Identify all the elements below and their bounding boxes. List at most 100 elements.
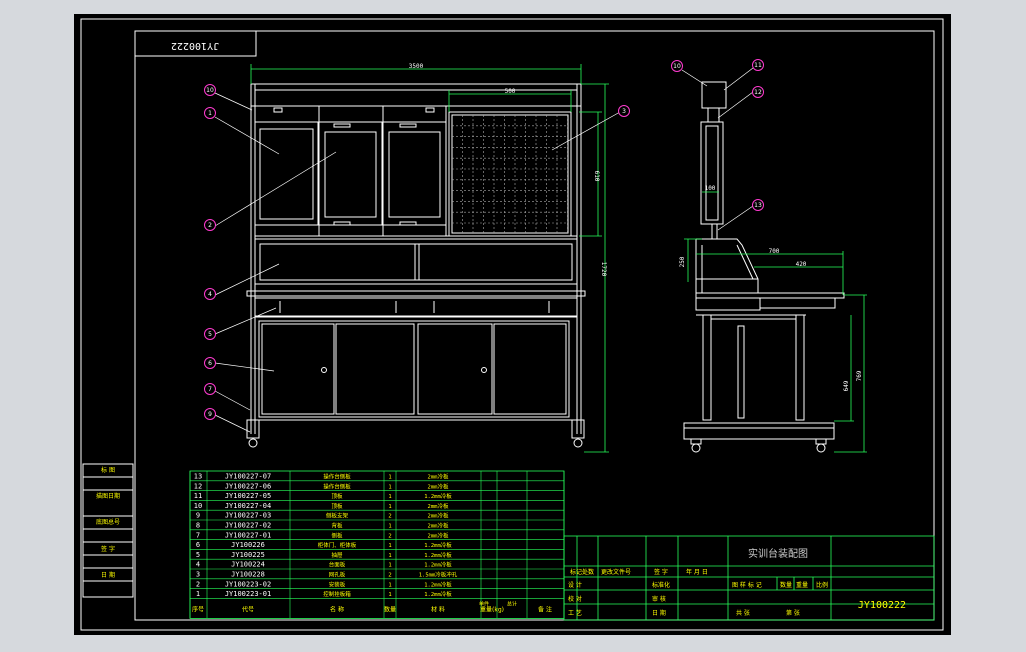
- svg-text:共 张: 共 张: [736, 609, 750, 617]
- bom-cell-code: JY100228: [231, 571, 265, 579]
- bom-cell-no: 8: [196, 522, 200, 530]
- bom-header-qty: 数量: [384, 605, 396, 613]
- dim-700: 700: [769, 248, 780, 255]
- bom-cell-material: 2mm冷板: [428, 531, 449, 539]
- svg-text:描图日期: 描图日期: [96, 492, 120, 500]
- bom-cell-code: JY100227-05: [225, 492, 271, 500]
- front-view-lower: [246, 238, 586, 448]
- bom-cell-no: 7: [196, 531, 200, 539]
- bom-cell-name: 柜体门、柜体板: [318, 541, 357, 549]
- title-block: [563, 535, 935, 621]
- balloon-7: 7: [204, 383, 216, 395]
- svg-text:4: 4: [208, 291, 212, 298]
- balloon-13: 13: [752, 199, 764, 211]
- bom-cell-no: 3: [196, 571, 200, 579]
- bom-cell-no: 1: [196, 590, 200, 598]
- svg-text:比例: 比例: [816, 581, 828, 589]
- dim-total-height: 1720: [600, 262, 607, 277]
- bom-cell-name: 背板: [331, 522, 343, 530]
- bom-cell-code: JY100223-02: [225, 580, 271, 588]
- side-dimensions: [684, 191, 867, 453]
- bom-cell-no: 6: [196, 541, 200, 549]
- bom-cell-code: JY100225: [231, 551, 265, 559]
- bom-cell-qty: 2: [388, 573, 391, 579]
- svg-text:底图总号: 底图总号: [96, 518, 120, 526]
- front-dimensions: [250, 64, 609, 453]
- bom-cell-code: JY100223-01: [225, 590, 271, 598]
- bom-cell-name: 控制挂板箱: [323, 590, 351, 598]
- bom-cell-qty: 1: [388, 504, 391, 510]
- drawing-number-top: JY100222: [171, 40, 219, 51]
- bom-cell-name: 侧板: [331, 531, 343, 539]
- dim-769: 769: [856, 370, 863, 381]
- bom-cell-no: 11: [194, 492, 202, 500]
- bom-cell-no: 12: [194, 482, 202, 490]
- bom-cell-qty: 1: [388, 524, 391, 530]
- bom-cell-name: 抽屉: [331, 551, 343, 559]
- side-leaders: [681, 67, 754, 231]
- side-view: [683, 81, 845, 453]
- bom-cell-name: 侧板支架: [326, 512, 349, 520]
- balloon-3: 3: [618, 105, 630, 117]
- balloon-9: 9: [204, 408, 216, 420]
- svg-text:设 计: 设 计: [568, 581, 582, 589]
- front-view: [250, 83, 582, 434]
- dim-420: 420: [796, 261, 807, 268]
- bom-cell-code: JY100227-03: [225, 512, 271, 520]
- front-leaders: [214, 92, 621, 433]
- balloon-12: 12: [752, 86, 764, 98]
- svg-text:6: 6: [208, 360, 212, 367]
- bom-cell-no: 2: [196, 580, 200, 588]
- bom-cell-qty: 1: [388, 475, 391, 481]
- bom-cell-material: 2mm冷板: [428, 512, 449, 520]
- svg-text:日 期: 日 期: [101, 571, 115, 579]
- bom-header-weight-unit: 单件: [479, 600, 489, 607]
- bom-cell-qty: 1: [388, 543, 391, 549]
- bom-cell-qty: 2: [388, 514, 391, 520]
- bom-cell-name: 安装板: [329, 580, 346, 588]
- bom-cell-name: 台面板: [329, 561, 346, 569]
- bom-header-weight-total: 总计: [507, 600, 517, 607]
- bom-header-name: 名 称: [330, 605, 344, 613]
- dim-649: 649: [843, 380, 850, 391]
- svg-text:2: 2: [208, 222, 212, 229]
- svg-text:10: 10: [673, 63, 681, 70]
- bom-cell-no: 5: [196, 551, 200, 559]
- bom-cell-name: 操作台侧板: [323, 473, 351, 481]
- svg-text:标 图: 标 图: [101, 466, 115, 474]
- svg-text:12: 12: [754, 89, 762, 96]
- bom-cell-material: 2mm冷板: [428, 482, 449, 490]
- bom-cell-material: 2mm冷板: [428, 522, 449, 530]
- bom-header-no: 序号: [192, 605, 204, 613]
- balloon-4: 4: [204, 288, 216, 300]
- bom-cell-code: JY100224: [231, 561, 265, 569]
- bom-cell-material: 1.2mm冷板: [424, 590, 452, 598]
- bom-cell-material: 2mm冷板: [428, 473, 449, 481]
- bom-cell-code: JY100226: [231, 541, 265, 549]
- cad-drawing: JY100222: [80, 18, 944, 631]
- bom-cell-code: JY100227-02: [225, 522, 271, 530]
- svg-text:签 字: 签 字: [654, 568, 668, 576]
- bom-cell-code: JY100227-04: [225, 502, 271, 510]
- mesh-grid: [452, 115, 568, 233]
- bom-cell-qty: 1: [388, 553, 391, 559]
- inner-border: [134, 30, 935, 621]
- bom-cell-qty: 1: [388, 592, 391, 598]
- svg-text:10: 10: [206, 87, 214, 94]
- svg-text:7: 7: [208, 386, 212, 393]
- bom-header-remark: 备 注: [538, 605, 552, 613]
- bom-cell-no: 13: [194, 473, 202, 481]
- balloon-10: 10: [671, 60, 683, 72]
- bom-cell-qty: 1: [388, 484, 391, 490]
- bom-header-weight: 重量(kg): [480, 605, 504, 613]
- svg-text:重量: 重量: [796, 581, 808, 589]
- title-block-labels: 实训台装配图 标记 处数 更改文件号 签 字 年 月 日 设 计 标准化 校 对…: [568, 547, 828, 617]
- svg-text:第 张: 第 张: [786, 609, 800, 617]
- svg-text:审 核: 审 核: [652, 595, 666, 603]
- bom-header-code: 代号: [242, 605, 254, 613]
- bom-cell-material: 1.2mm冷板: [424, 561, 452, 569]
- bom-cell-code: JY100227-07: [225, 473, 271, 481]
- dim-panel-height: 610: [593, 171, 600, 182]
